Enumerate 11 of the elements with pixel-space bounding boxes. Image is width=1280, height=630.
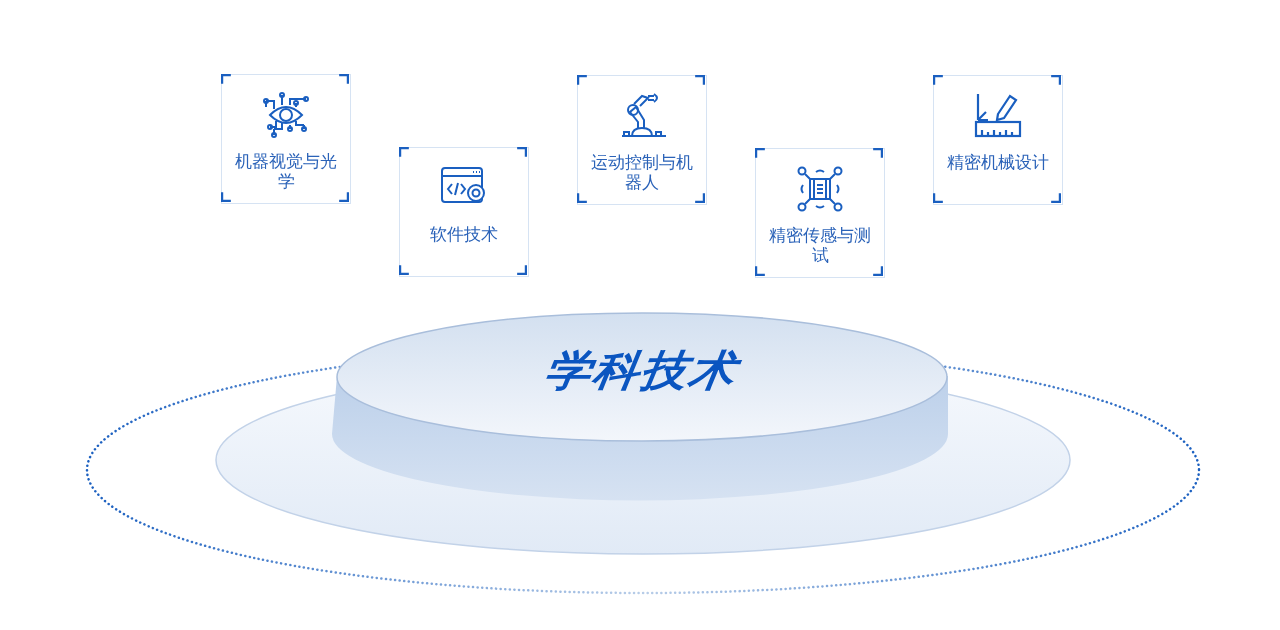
platform-title: 学科技术 — [540, 344, 743, 397]
card-label: 精密机械设计 — [946, 152, 1050, 172]
card-label: 软件技术 — [429, 224, 499, 244]
feature-card — [399, 147, 529, 277]
card-label: 精密传感与测试 — [768, 225, 872, 265]
card-label: 运动控制与机器人 — [590, 152, 694, 192]
feature-card — [933, 75, 1063, 205]
feature-card — [755, 148, 885, 278]
card-label: 机器视觉与光学 — [234, 151, 338, 191]
feature-card — [221, 74, 351, 204]
feature-card — [577, 75, 707, 205]
